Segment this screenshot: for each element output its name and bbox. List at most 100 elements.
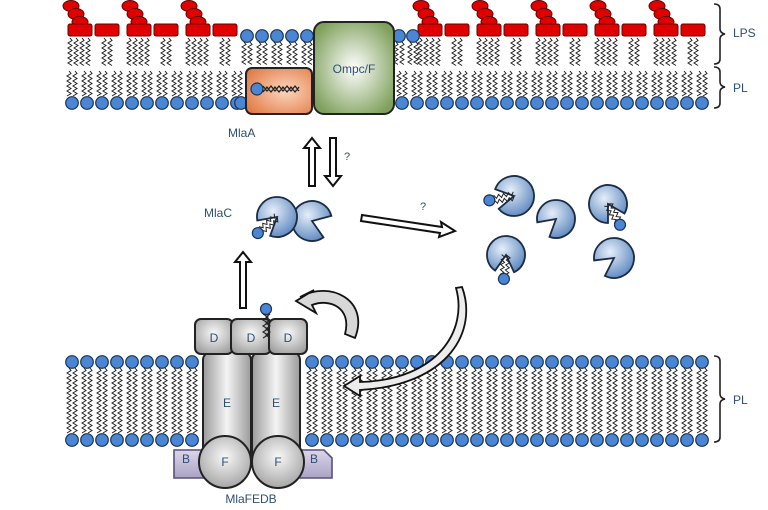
- lipid-head: [560, 355, 574, 369]
- lps-molecule: [648, 0, 706, 37]
- lipid-tail: [621, 367, 627, 434]
- lipid-tail: [457, 37, 463, 66]
- lipid-tail: [351, 367, 357, 434]
- bound-lipid-tail: [261, 313, 271, 339]
- lipid-tail: [216, 70, 222, 97]
- lipid-tail: [306, 367, 312, 434]
- lipid-tail: [327, 367, 333, 434]
- lipid-tail: [687, 70, 693, 97]
- mlaB-label: B: [182, 452, 190, 466]
- bound-lipid-head: [259, 302, 273, 316]
- lipid-head: [455, 96, 469, 110]
- lipid-head: [320, 433, 334, 447]
- lipid-head: [365, 433, 379, 447]
- lipid-head: [185, 433, 199, 447]
- lipid-tail: [73, 37, 79, 66]
- lipid-tail: [561, 367, 567, 434]
- lipid-tail: [66, 70, 72, 97]
- lipid-head: [251, 226, 264, 240]
- lipid-tail: [237, 70, 243, 97]
- lipid-head: [170, 355, 184, 369]
- lipid-head: [350, 355, 364, 369]
- lipid-tail: [144, 37, 150, 66]
- lipid-head: [485, 96, 499, 110]
- lipid-head: [575, 96, 589, 110]
- lipid-tail: [426, 367, 432, 434]
- lipid-head: [410, 96, 424, 110]
- lipid-tail: [537, 367, 543, 434]
- lipid-head: [620, 355, 634, 369]
- lipid-head: [455, 355, 469, 369]
- recycle-arrow-upper: [294, 289, 360, 340]
- mlaD-label: D: [210, 331, 219, 345]
- lipid-tail: [203, 37, 209, 66]
- lipid-tail: [258, 213, 276, 229]
- lipid-tail: [66, 367, 72, 434]
- lipid-tail: [591, 70, 597, 97]
- lps-molecule: [62, 0, 120, 37]
- lipid-head: [695, 355, 709, 369]
- lipid-head: [575, 433, 589, 447]
- lipid-tail: [672, 367, 678, 434]
- lipid-tail: [606, 70, 612, 97]
- lipid-head: [200, 96, 214, 110]
- lipid-tail: [366, 367, 372, 434]
- lps-core: [562, 23, 588, 37]
- lipid-tail: [516, 70, 522, 97]
- lipid-tail: [507, 70, 513, 97]
- lipid-tail: [666, 70, 672, 97]
- mlaD-label: D: [284, 331, 293, 345]
- lipid-tail: [256, 41, 262, 65]
- lipid-head: [483, 194, 496, 207]
- mlaC-body: [536, 199, 576, 239]
- lipid-tail: [185, 37, 191, 66]
- lipid-head: [650, 433, 664, 447]
- lipid-head: [170, 433, 184, 447]
- lipid-tail: [225, 37, 231, 66]
- lipid-tail: [553, 37, 559, 66]
- lipid-tail: [606, 37, 612, 66]
- lipid-head: [365, 355, 379, 369]
- lipid-tail: [156, 367, 162, 434]
- lps-core: [476, 23, 502, 37]
- lipid-tail: [522, 367, 528, 434]
- lipid-tail: [612, 37, 618, 66]
- lipid-head: [440, 96, 454, 110]
- lps-core: [594, 23, 620, 37]
- lipid-head: [80, 96, 94, 110]
- lipid-tail: [552, 367, 558, 434]
- ompcf-label: Ompc/F: [333, 62, 376, 76]
- lipid-head: [665, 433, 679, 447]
- lipid-head: [65, 355, 79, 369]
- lipid-head: [95, 433, 109, 447]
- lipid-head: [605, 355, 619, 369]
- lipid-tail: [591, 367, 597, 434]
- lps-core: [503, 23, 529, 37]
- lipid-tail: [582, 367, 588, 434]
- mlaC-body: [494, 175, 535, 217]
- mlaF-label: F: [274, 455, 281, 469]
- lipid-head: [575, 355, 589, 369]
- lipid-head: [395, 433, 409, 447]
- mlaC-body: [593, 237, 635, 279]
- lps-molecule: [121, 0, 179, 37]
- lipid-tail: [102, 70, 108, 97]
- lipid-tail: [79, 37, 85, 66]
- mlaA-protein: [245, 67, 313, 115]
- lipid-head: [406, 29, 420, 43]
- mlaF-subunit: [251, 435, 305, 489]
- return-to-inner-membrane-arrow: [342, 285, 468, 398]
- mlaF-label: F: [221, 455, 228, 469]
- lipid-head: [320, 355, 334, 369]
- mlaC-protein-loaded: [251, 196, 298, 240]
- lipid-tail: [197, 37, 203, 66]
- lipid-tail: [87, 70, 93, 97]
- lipid-tail: [594, 37, 600, 66]
- lipid-tail: [651, 367, 657, 434]
- lipid-tail: [72, 70, 78, 97]
- lipid-head: [140, 433, 154, 447]
- lps-molecule: [471, 0, 529, 37]
- question-mark-vertical: ?: [344, 151, 350, 163]
- lps-molecule: [589, 0, 647, 37]
